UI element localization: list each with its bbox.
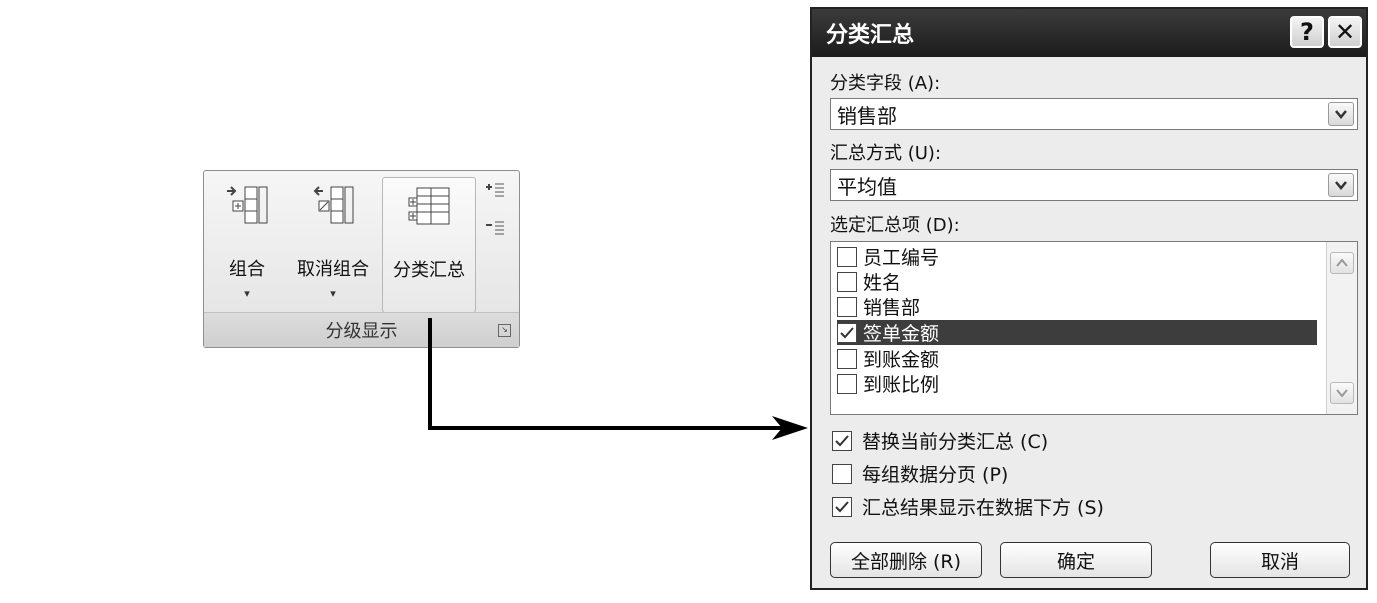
chevron-down-icon[interactable]: [1328, 102, 1354, 126]
option-label: 每组数据分页 (P): [862, 464, 1009, 486]
subtotal-dialog: 分类汇总 ? ✕ 分类字段 (A): 销售部 汇总方式 (U): 平均值 选定汇…: [810, 7, 1368, 590]
cancel-label: 取消: [1260, 550, 1299, 573]
list-item-label: 到账比例: [863, 374, 940, 396]
group-by-value: 销售部: [837, 103, 897, 128]
group-by-label: 分类字段 (A):: [830, 73, 941, 94]
option-label: 替换当前分类汇总 (C): [862, 431, 1049, 453]
outline-ribbon-group: 组合 ▾ 取消组合 ▾ 分类汇总: [203, 170, 520, 348]
list-item[interactable]: 到账金额: [837, 346, 1317, 371]
list-item-label: 姓名: [863, 272, 902, 294]
ok-button[interactable]: 确定: [1000, 542, 1152, 578]
help-icon: ?: [1300, 18, 1314, 46]
list-item-selected[interactable]: 签单金额: [837, 320, 1317, 345]
list-item-label: 到账金额: [863, 349, 940, 371]
list-item-label: 销售部: [863, 297, 921, 319]
replace-current-option[interactable]: 替换当前分类汇总 (C): [832, 427, 1048, 454]
ungroup-button-label: 取消组合: [297, 259, 369, 280]
list-item[interactable]: 销售部: [837, 294, 1317, 319]
help-button[interactable]: ?: [1290, 16, 1324, 48]
group-icon: [227, 186, 268, 224]
group-button[interactable]: 组合 ▾: [212, 177, 282, 313]
group-button-label: 组合: [229, 259, 265, 280]
close-button[interactable]: ✕: [1328, 16, 1362, 48]
summary-below-option[interactable]: 汇总结果显示在数据下方 (S): [832, 493, 1104, 520]
checkbox[interactable]: [832, 463, 852, 484]
checkbox-checked[interactable]: [832, 430, 852, 451]
chevron-down-icon: [1336, 389, 1348, 397]
cancel-button[interactable]: 取消: [1210, 542, 1350, 578]
ok-label: 确定: [1056, 550, 1095, 573]
check-icon: [835, 434, 849, 446]
group-label-text: 分级显示: [325, 321, 398, 342]
list-item-label: 员工编号: [863, 247, 940, 269]
subtotal-button[interactable]: 分类汇总: [382, 177, 476, 313]
add-to-label: 选定汇总项 (D):: [830, 215, 960, 236]
subtotal-fields-list[interactable]: 员工编号 姓名 销售部 签单金额 到账金额 到账比例: [830, 241, 1358, 415]
remove-all-button[interactable]: 全部删除 (R): [830, 542, 982, 578]
subtotal-button-label: 分类汇总: [393, 260, 465, 281]
chevron-down-icon: ▾: [330, 287, 336, 300]
close-icon: ✕: [1334, 18, 1356, 46]
function-select[interactable]: 平均值: [830, 169, 1358, 201]
list-item[interactable]: 员工编号: [837, 244, 1317, 269]
chevron-down-icon[interactable]: [1328, 173, 1354, 197]
chevron-down-icon: ▾: [244, 287, 250, 300]
ungroup-button[interactable]: 取消组合 ▾: [286, 177, 380, 313]
checkbox[interactable]: [837, 246, 857, 267]
check-icon: [835, 500, 849, 512]
function-value: 平均值: [837, 174, 897, 199]
dialog-titlebar: 分类汇总 ? ✕: [812, 9, 1366, 57]
dialog-launcher-icon[interactable]: ↘: [498, 324, 511, 337]
list-item[interactable]: 姓名: [837, 269, 1317, 294]
option-label: 汇总结果显示在数据下方 (S): [862, 497, 1104, 519]
list-item[interactable]: 到账比例: [837, 371, 1317, 396]
page-break-option[interactable]: 每组数据分页 (P): [832, 460, 1008, 487]
checkbox-checked[interactable]: [837, 322, 857, 343]
list-scrollbar[interactable]: [1326, 242, 1357, 414]
checkbox[interactable]: [837, 348, 857, 369]
show-detail-icon[interactable]: [485, 181, 505, 201]
checkbox-checked[interactable]: [832, 496, 852, 517]
chevron-up-icon: [1336, 259, 1348, 267]
scroll-up-button[interactable]: [1330, 252, 1354, 274]
checkbox[interactable]: [837, 271, 857, 292]
list-item-label: 签单金额: [863, 323, 940, 345]
function-label: 汇总方式 (U):: [830, 143, 942, 164]
subtotal-icon: [408, 187, 450, 225]
checkbox[interactable]: [837, 373, 857, 394]
group-by-select[interactable]: 销售部: [830, 98, 1358, 130]
check-icon: [840, 326, 854, 338]
hide-detail-icon[interactable]: [485, 219, 505, 239]
group-label: 分级显示: [204, 312, 519, 347]
ungroup-icon: [313, 186, 354, 224]
checkbox[interactable]: [837, 296, 857, 317]
scroll-down-button[interactable]: [1330, 382, 1354, 404]
dialog-title: 分类汇总: [826, 23, 915, 48]
remove-all-label: 全部删除 (R): [850, 550, 962, 573]
